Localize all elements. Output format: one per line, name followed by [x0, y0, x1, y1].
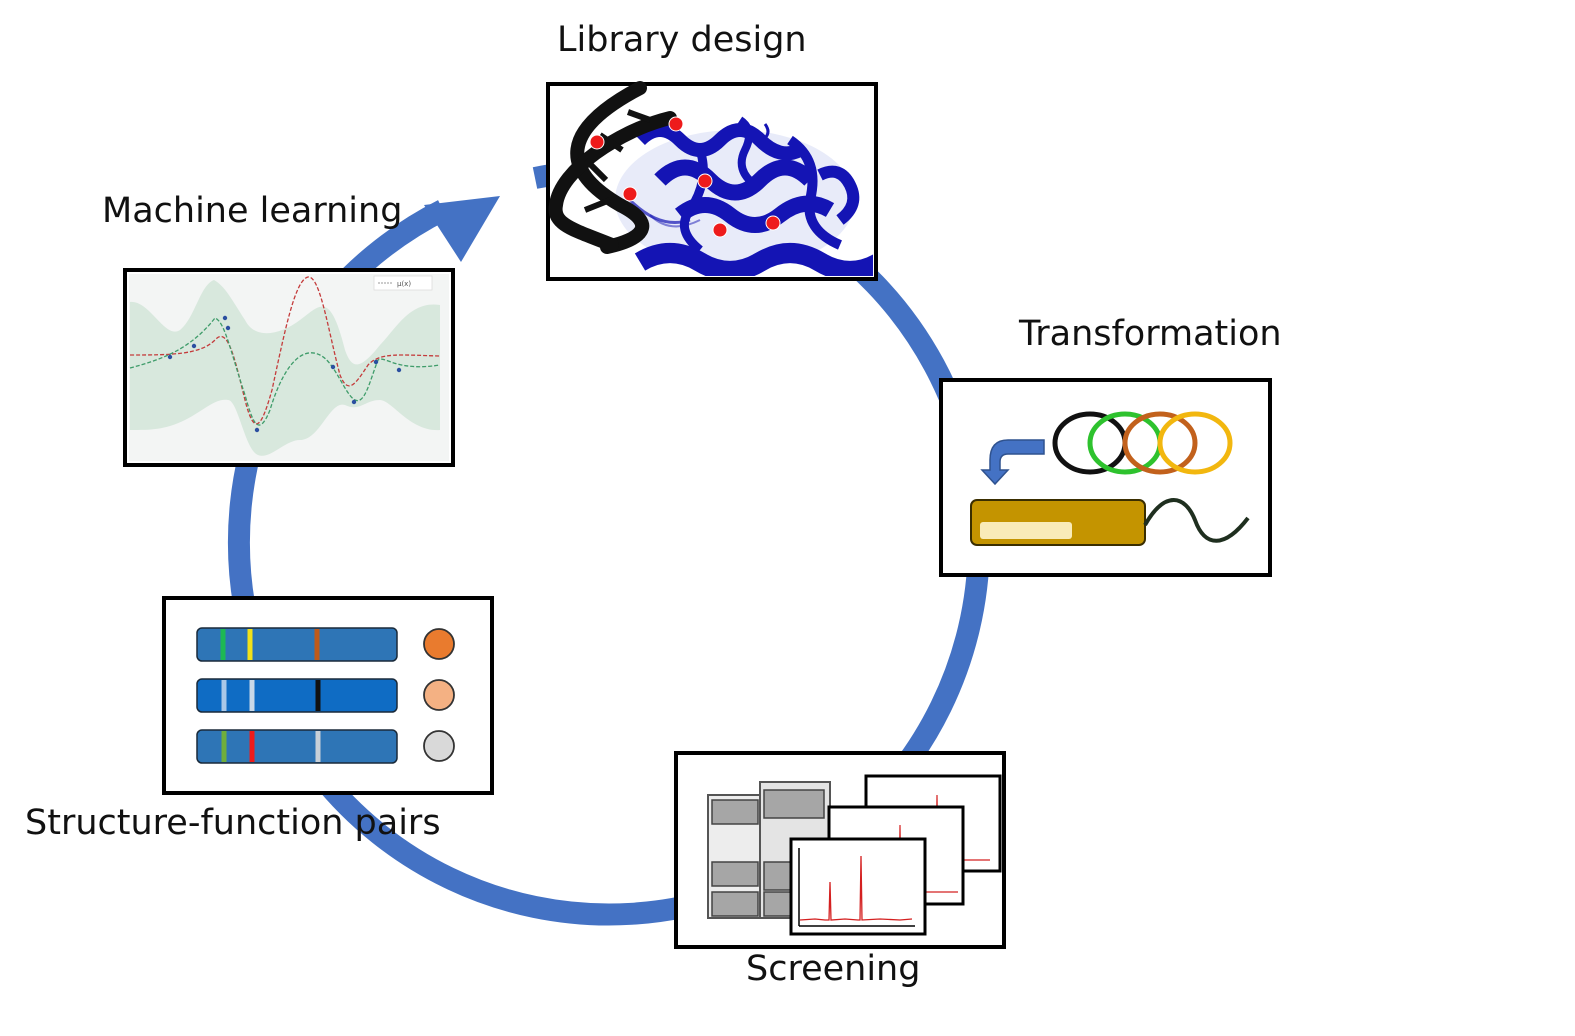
plasmid-rings-icon [1052, 411, 1233, 475]
sequence-bar [196, 729, 398, 764]
gp-observation-point [330, 364, 336, 370]
machine-learning-stage: Machine learning μ(x) [102, 191, 455, 467]
gp-observation-point [222, 315, 228, 321]
transformation-stage: Transformation [939, 314, 1282, 577]
gp-observation-point [351, 399, 357, 405]
function-score-dot [423, 679, 455, 711]
cycle-arrow-head [424, 196, 500, 262]
gp-observation-point [373, 359, 379, 365]
transformation-label: Transformation [1018, 314, 1282, 354]
screening-stage: Screening [674, 751, 1006, 989]
function-score-dot [423, 628, 455, 660]
protein-structure-icon [615, 116, 873, 276]
structure-function-label: Structure-function pairs [25, 803, 441, 843]
gp-observation-point [167, 354, 173, 360]
library-design-label: Library design [557, 20, 807, 60]
mutation-mark [249, 731, 255, 762]
insert-arrow-icon [980, 439, 1045, 486]
machine-learning-label: Machine learning [102, 191, 402, 231]
sequence-bar [196, 678, 398, 713]
function-score-dot [423, 730, 455, 762]
screening-label: Screening [746, 949, 920, 989]
chromatogram-stack [789, 774, 1002, 936]
gp-legend-label: μ(x) [397, 280, 411, 288]
mutation-markers [589, 116, 781, 238]
mutation-mark [221, 680, 227, 711]
structure-function-stage: Structure-function pairs [25, 596, 494, 843]
dna-helix-icon [548, 81, 677, 254]
mutation-mark [315, 731, 321, 762]
mutation-mark [314, 629, 320, 660]
gp-legend-box [373, 275, 433, 291]
mutation-mark [315, 680, 321, 711]
gp-observation-point [191, 343, 197, 349]
sequence-list [196, 627, 455, 764]
chromatogram-card-front [789, 837, 927, 936]
mutation-mark [221, 731, 227, 762]
bacterial-cell-icon [970, 498, 1250, 546]
mutation-mark [220, 629, 226, 660]
gp-observation-point [254, 427, 260, 433]
gp-observation-point [396, 367, 402, 373]
gp-observation-point [225, 325, 231, 331]
gaussian-process-plot: μ(x) [129, 274, 449, 461]
library-design-stage: Library design [546, 20, 878, 281]
sequence-bar [196, 627, 398, 662]
mutation-mark [249, 680, 255, 711]
mutation-mark [247, 629, 253, 660]
